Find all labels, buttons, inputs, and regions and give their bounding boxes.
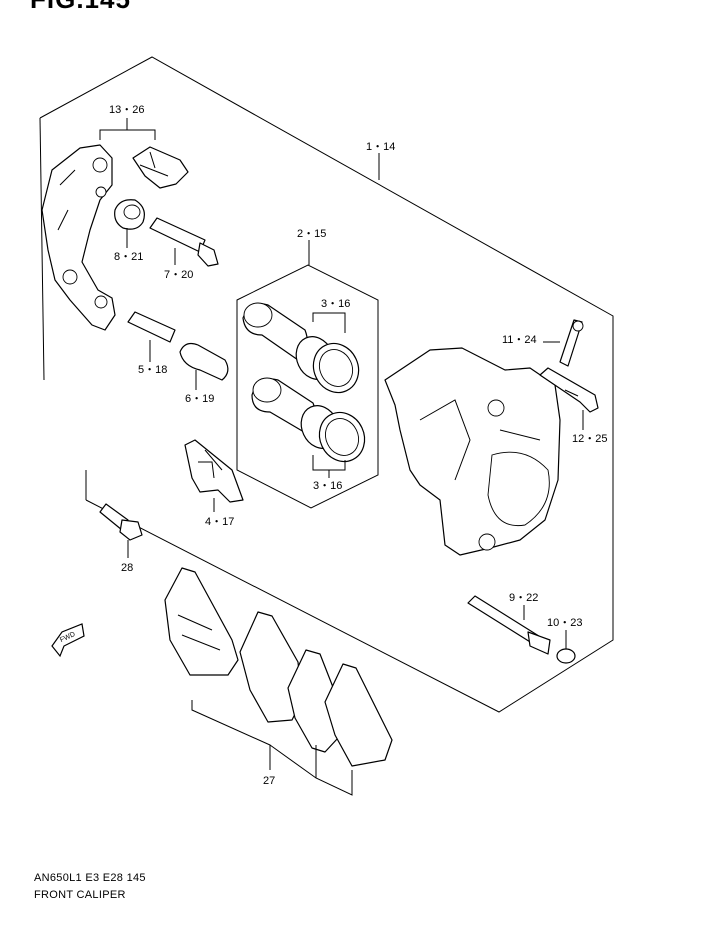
boot-8-21: [114, 199, 145, 248]
forward-arrow-icon: [51, 623, 85, 658]
assembly-outline: [39, 56, 614, 713]
caliper-bracket: [41, 144, 116, 331]
label-3-16-bottom: 3・16: [313, 480, 343, 492]
label-3-16-top: 3・16: [321, 298, 351, 310]
cap-6-19: [179, 342, 229, 390]
caliper-body: [384, 347, 561, 556]
pad-pin-9-22: [467, 595, 551, 655]
piston-lower: [251, 377, 316, 433]
label-8-21: 8・21: [114, 251, 144, 263]
hose-guide-12-25: [539, 367, 599, 430]
figure-number: FIG.145: [30, 0, 131, 15]
seal-lower: [300, 405, 366, 463]
bleeder-valve-11-24: [543, 319, 584, 367]
label-10-23: 10・23: [547, 617, 583, 629]
label-28: 28: [121, 562, 134, 574]
label-6-19: 6・19: [185, 393, 215, 405]
model-code: AN650L1 E3 E28 145: [34, 872, 146, 884]
piston-set-box: [236, 264, 379, 509]
label-13-26: 13・26: [109, 104, 145, 116]
label-9-22: 9・22: [509, 592, 539, 604]
diagram-title: FRONT CALIPER: [34, 889, 126, 901]
label-11-24: 11・24: [502, 334, 537, 346]
label-1-14: 1・14: [366, 141, 396, 153]
pad-spring-clip: [132, 146, 189, 189]
label-27: 27: [263, 775, 276, 787]
mounting-bolt-28: [99, 503, 143, 558]
label-2-15: 2・15: [297, 228, 327, 240]
bleeder-5-18: [127, 311, 176, 362]
pad-retainer-4-17: [184, 439, 244, 512]
seal-upper: [295, 336, 360, 394]
label-5-18: 5・18: [138, 364, 168, 376]
label-4-17: 4・17: [205, 516, 235, 528]
brake-pads-27: [164, 567, 393, 796]
slide-pin-7-20: [149, 217, 219, 267]
label-12-25: 12・25: [572, 433, 608, 445]
label-7-20: 7・20: [164, 269, 194, 281]
plug-10-23: [556, 630, 576, 664]
